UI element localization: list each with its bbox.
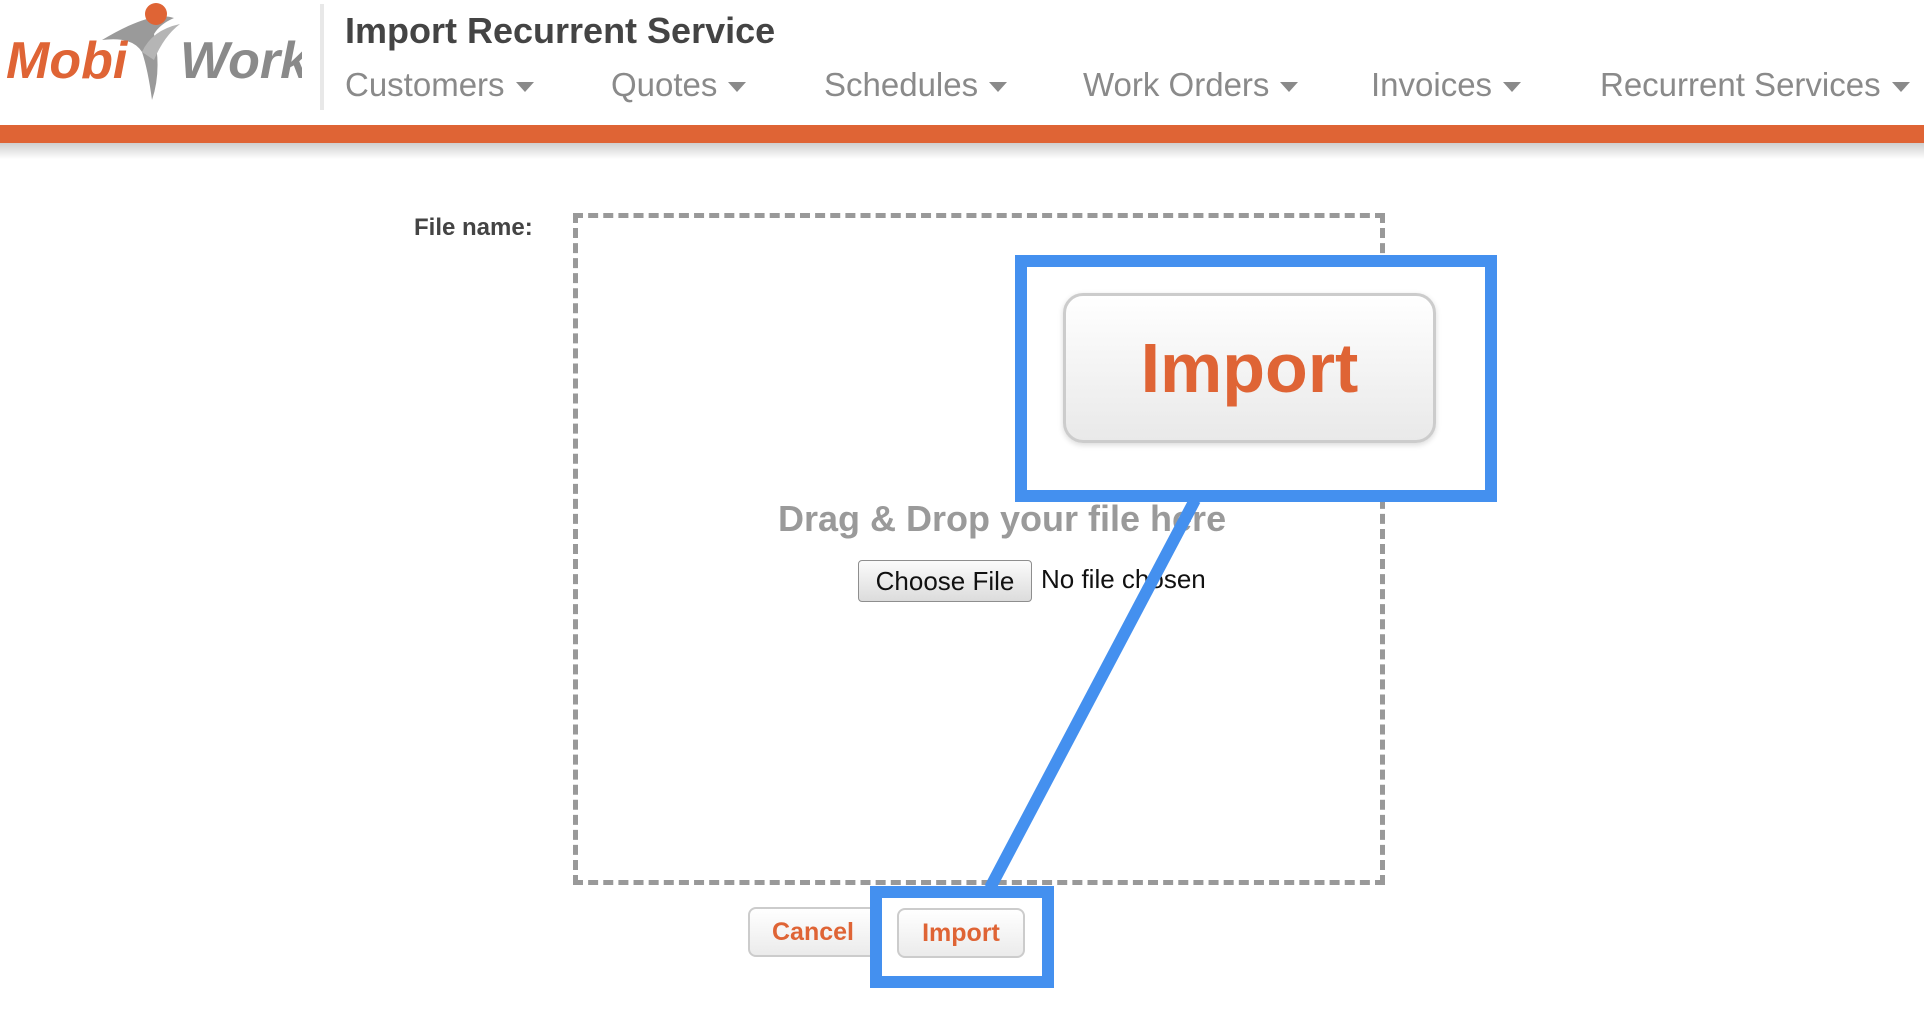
nav-item-customers[interactable]: Customers <box>345 66 534 104</box>
nav-label: Recurrent Services <box>1600 66 1881 103</box>
nav-item-schedules[interactable]: Schedules <box>824 66 1008 104</box>
svg-text:Work: Work <box>180 32 302 90</box>
page-title: Import Recurrent Service <box>345 10 776 51</box>
header-shadow <box>0 143 1924 159</box>
import-button[interactable]: Import <box>897 908 1025 958</box>
logo-dot <box>145 3 167 25</box>
import-highlight-box <box>870 886 1054 988</box>
nav-item-quotes[interactable]: Quotes <box>611 66 747 104</box>
caret-down-icon <box>728 82 747 92</box>
cancel-button[interactable]: Cancel <box>748 907 878 957</box>
caret-down-icon <box>1503 82 1522 92</box>
caret-down-icon <box>1280 82 1299 92</box>
dropzone-instructions: Drag & Drop your file here <box>778 498 1227 539</box>
caret-down-icon <box>515 82 534 92</box>
mobiwork-logo[interactable]: Mobi Work <box>2 0 302 110</box>
nav-item-work-orders[interactable]: Work Orders <box>1083 66 1299 104</box>
file-name-label: File name: <box>414 214 533 241</box>
nav-label: Schedules <box>824 66 979 103</box>
file-status-text: No file chosen <box>1041 564 1206 594</box>
nav-label: Quotes <box>611 66 718 103</box>
nav-label: Customers <box>345 66 505 103</box>
file-dropzone[interactable] <box>573 213 1385 885</box>
person-figure-icon <box>102 16 174 101</box>
nav-item-invoices[interactable]: Invoices <box>1371 66 1522 104</box>
header-divider <box>320 4 324 110</box>
nav-label: Invoices <box>1371 66 1493 103</box>
choose-file-button[interactable]: Choose File <box>858 560 1032 602</box>
caret-down-icon <box>989 82 1008 92</box>
header-accent-bar <box>0 125 1924 143</box>
app-header: Mobi Work Import Recurrent Service Custo… <box>0 0 1924 125</box>
caret-down-icon <box>1891 82 1910 92</box>
nav-label: Work Orders <box>1083 66 1270 103</box>
nav-item-recurrent-services[interactable]: Recurrent Services <box>1600 66 1910 104</box>
svg-text:Mobi: Mobi <box>6 32 129 90</box>
zoomed-import-button: Import <box>1063 293 1436 443</box>
